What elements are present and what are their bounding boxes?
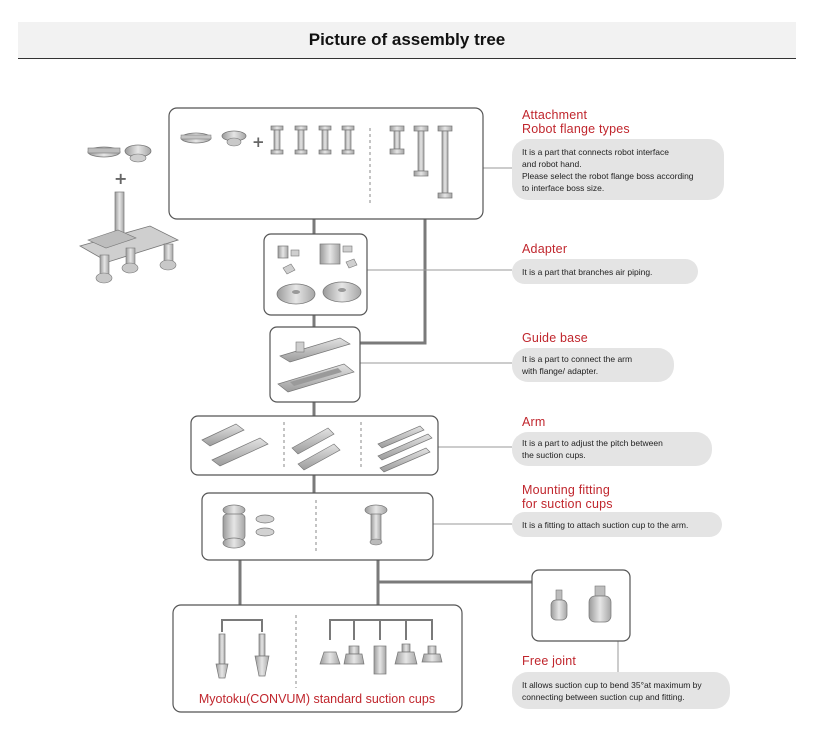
adapter-box — [263, 233, 368, 316]
desc-mounting-fitting-text: It is a fitting to attach suction cup to… — [522, 519, 689, 530]
desc-arm: It is a part to adjust the pitch between… — [512, 432, 712, 466]
page-header: Picture of assembly tree — [18, 22, 796, 59]
label-free-joint: Free joint — [522, 654, 577, 668]
desc-free-joint: It allows suction cup to bend 35°at maxi… — [512, 672, 730, 709]
desc-adapter-text: It is a part that branches air piping. — [522, 266, 653, 277]
label-guide-base: Guide base — [522, 331, 588, 345]
suction-cups-caption: Myotoku(CONVUM) standard suction cups — [198, 692, 436, 706]
free-joint-box — [531, 569, 631, 642]
guide-base-box — [269, 326, 361, 403]
desc-arm-text: It is a part to adjust the pitch between… — [522, 438, 663, 460]
leader-lines — [360, 167, 619, 672]
desc-adapter: It is a part that branches air piping. — [512, 259, 698, 284]
overview-assembly-illustration: + — [78, 144, 180, 284]
attachment-box: + — [168, 107, 484, 220]
page-title: Picture of assembly tree — [308, 30, 506, 49]
arm-box — [190, 415, 439, 476]
mounting-fitting-box — [201, 492, 434, 561]
desc-mounting-fitting: It is a fitting to attach suction cup to… — [512, 512, 722, 537]
desc-attachment: It is a part that connects robot interfa… — [512, 139, 724, 200]
suction-cups-box — [172, 604, 463, 713]
desc-attachment-text: It is a part that connects robot interfa… — [522, 146, 694, 193]
desc-guide-base: It is a part to connect the arm with fla… — [512, 348, 674, 382]
label-arm: Arm — [522, 415, 546, 429]
label-mounting-fitting: Mounting fitting for suction cups — [522, 483, 613, 511]
label-attachment: Attachment Robot flange types — [522, 108, 630, 136]
svg-text:+: + — [114, 169, 127, 188]
svg-text:+: + — [252, 133, 265, 151]
label-adapter: Adapter — [522, 242, 568, 256]
desc-guide-base-text: It is a part to connect the arm with fla… — [522, 354, 633, 376]
desc-free-joint-text: It allows suction cup to bend 35°at maxi… — [522, 679, 702, 702]
